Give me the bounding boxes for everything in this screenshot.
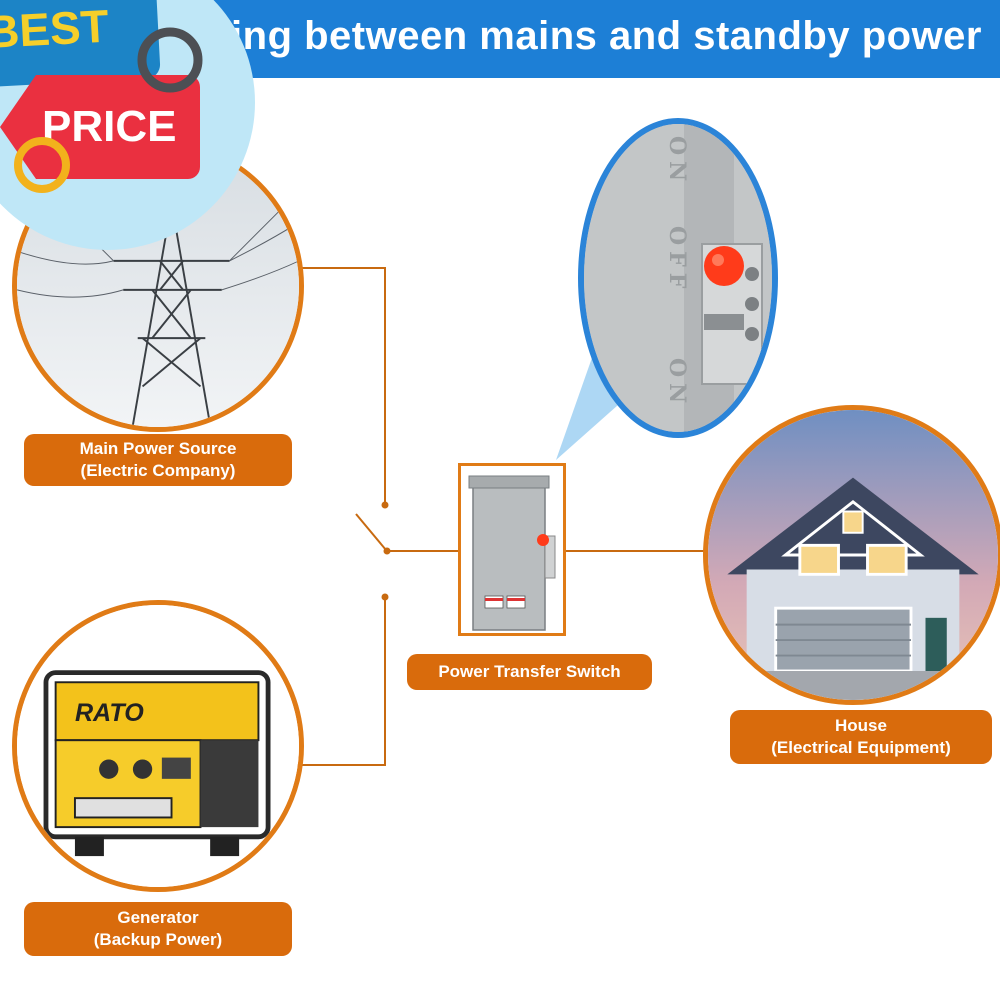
generator-label: Generator (Backup Power)	[24, 902, 292, 956]
house-label-line1: House	[835, 716, 887, 735]
house-label: House (Electrical Equipment)	[730, 710, 992, 764]
zoom-mark-off: OFF	[664, 226, 690, 295]
generator-illustration: RATO	[17, 605, 299, 887]
generator-label-line2: (Backup Power)	[93, 930, 223, 949]
main-power-label-line2: (Electric Company)	[80, 461, 236, 480]
zoom-mark-on-bottom: ON	[664, 358, 690, 410]
wire-generator	[280, 597, 386, 766]
transfer-switch-label: Power Transfer Switch	[407, 654, 652, 690]
banner-title: Switching between mains and standby powe…	[99, 14, 982, 58]
generator-photo: RATO	[12, 600, 304, 892]
generator-label-line1: Generator	[117, 908, 199, 927]
badge-ring-icon	[137, 27, 203, 93]
wire-generator-terminal	[381, 593, 389, 601]
house-label-line2: (Electrical Equipment)	[771, 738, 951, 757]
switch-zoom-detail: ON OFF ON	[578, 118, 778, 438]
badge-price-tag: PRICE	[0, 75, 200, 179]
main-power-label-line1: Main Power Source	[79, 439, 237, 458]
house-illustration	[708, 410, 998, 700]
switch-blade	[355, 513, 387, 551]
switch-zoom-illustration	[584, 124, 772, 432]
wire-mains	[300, 267, 386, 505]
zoom-handle-knob	[704, 246, 744, 286]
switch-zoom-oval	[578, 118, 778, 438]
badge-ring-gold-icon	[14, 137, 70, 193]
transfer-switch-label-text: Power Transfer Switch	[438, 662, 621, 681]
switch-handle-knob	[537, 534, 549, 546]
svg-text:RATO: RATO	[75, 699, 144, 727]
transfer-switch-photo	[458, 463, 566, 636]
transfer-switch-illustration	[468, 475, 556, 631]
main-power-label: Main Power Source (Electric Company)	[24, 434, 292, 486]
wire-mains-terminal	[381, 501, 389, 509]
zoom-mark-on-top: ON	[664, 136, 690, 188]
house-photo	[703, 405, 1000, 705]
